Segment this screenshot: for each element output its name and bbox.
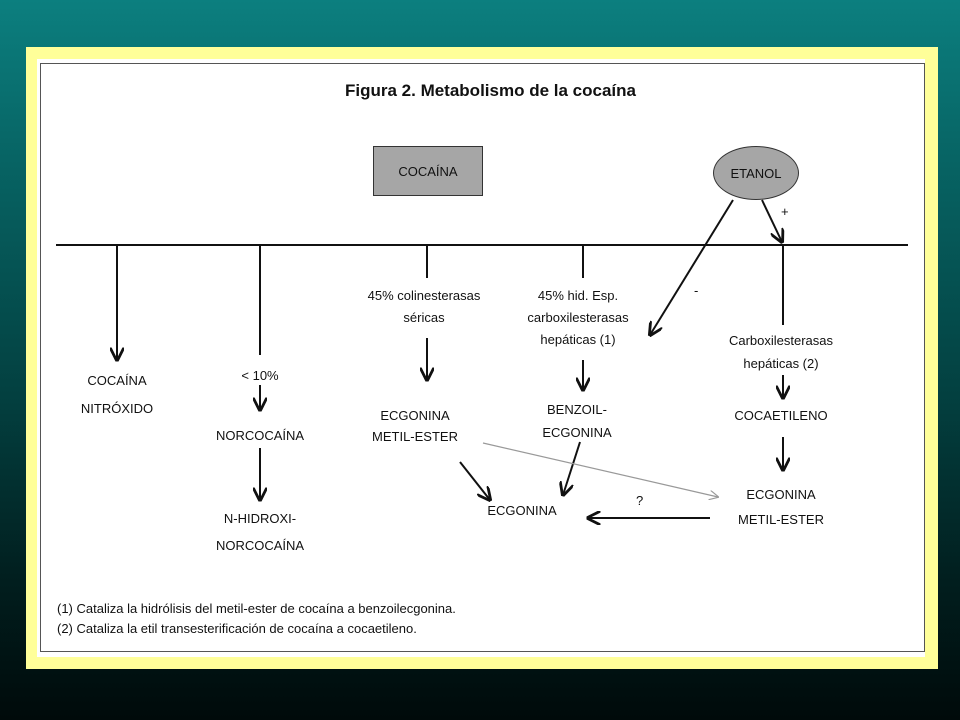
arrow-metil-ester-to-ecgonina (459, 461, 490, 500)
node-cocaina: COCAÍNA (373, 146, 483, 196)
label-cocaetileno: COCAETILENO (734, 408, 828, 423)
arrow-etanol-minus (650, 199, 734, 335)
label-norcocaina: NORCOCAÍNA (215, 428, 305, 443)
arrow-dashed-transfer (482, 442, 718, 497)
label-cocaina-nitroxido-2: NITRÓXIDO (80, 401, 154, 416)
label-ecgonina-metil-ester-2-1: ECGONINA (746, 487, 816, 502)
label-nhidroxi-2: NORCOCAÍNA (215, 538, 305, 553)
label-less10: < 10% (241, 368, 279, 383)
label-carboxilesterasas-1: Carboxilesterasas (728, 333, 834, 348)
node-etanol-label: ETANOL (730, 165, 782, 181)
node-etanol: ETANOL (713, 146, 799, 200)
arrow-benzoil-to-ecgonina (563, 441, 581, 495)
label-colinesterasas-1: 45% colinesterasas (367, 288, 481, 303)
label-ecgonina-metil-ester-1: ECGONINA (380, 408, 450, 423)
label-carboxilesterasas-2: hepáticas (2) (743, 356, 819, 371)
label-benzoil-2: ECGONINA (542, 425, 612, 440)
label-ecgonina-metil-ester-2-2: METIL-ESTER (738, 512, 824, 527)
label-colinesterasas-2: séricas (403, 310, 445, 325)
node-cocaina-label: COCAÍNA (398, 163, 458, 179)
label-ecgonina: ECGONINA (487, 503, 557, 518)
arrow-etanol-plus (761, 199, 782, 242)
figure-title: Figura 2. Metabolismo de la cocaína (345, 81, 636, 100)
sign-question: ? (636, 493, 644, 508)
sign-plus: + (781, 204, 789, 219)
label-hid-esp-3: hepáticas (1) (540, 332, 616, 347)
figure-border (40, 63, 925, 652)
label-nhidroxi-1: N-HIDROXI- (223, 511, 297, 526)
label-benzoil-1: BENZOIL- (547, 402, 607, 417)
footnote-1: (1) Cataliza la hidrólisis del metil-est… (57, 601, 456, 616)
sign-minus: - (694, 283, 699, 298)
label-hid-esp-2: carboxilesterasas (527, 310, 629, 325)
label-ecgonina-metil-ester-2: METIL-ESTER (372, 429, 458, 444)
label-cocaina-nitroxido-1: COCAÍNA (87, 373, 147, 388)
label-hid-esp-1: 45% hid. Esp. (537, 288, 619, 303)
footnote-2: (2) Cataliza la etil transesterificación… (57, 621, 417, 636)
